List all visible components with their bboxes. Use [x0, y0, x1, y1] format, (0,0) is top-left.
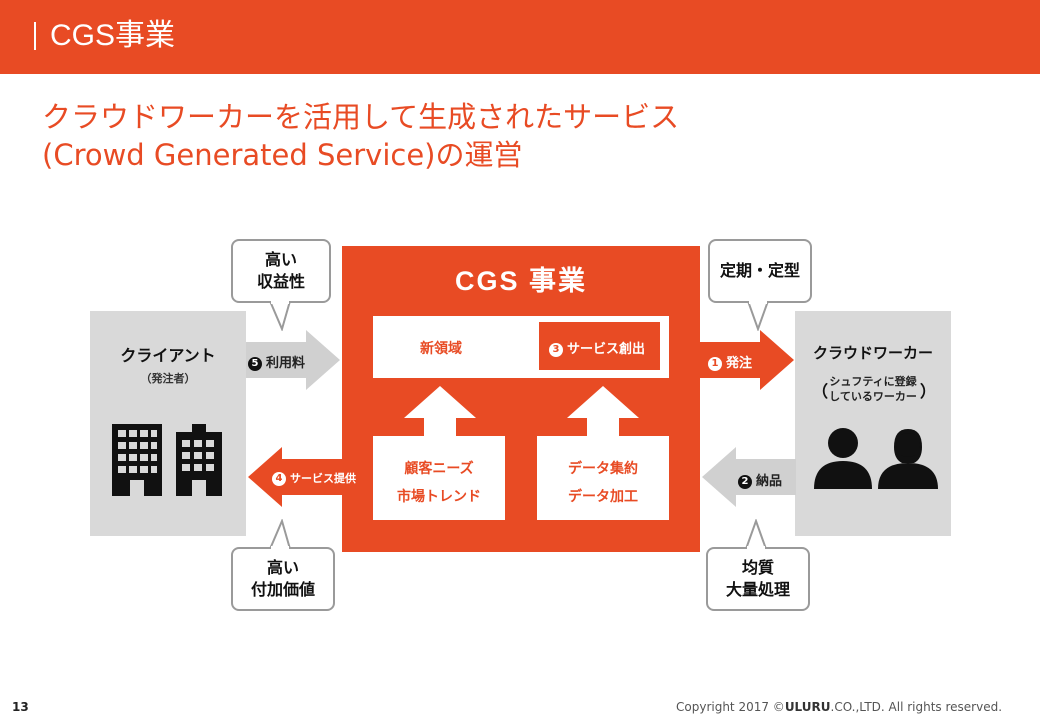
order-text: 発注	[726, 356, 753, 371]
step5-badge: 5	[248, 357, 262, 371]
worker-title: クラウドワーカー	[812, 344, 933, 362]
data-line2: データ加工	[568, 489, 638, 505]
bubble-bulk: 均質 大量処理	[706, 547, 810, 611]
bubble-regular: 定期・定型	[708, 239, 812, 303]
subtitle-line2: (Crowd Generated Service)の運営	[42, 138, 523, 172]
bubble-high-value: 高い 付加価値	[231, 547, 335, 611]
up-arrow-right	[567, 386, 639, 436]
bubble-bulk-line1: 均質	[741, 558, 774, 577]
fee-arrow	[246, 330, 340, 390]
people-icon	[814, 428, 938, 489]
service-label: 4 サービス提供	[272, 470, 356, 486]
fee-text: 利用料	[266, 356, 306, 371]
bubble-high-profit-line1: 高い	[264, 250, 297, 269]
bubble-high-profit: 高い 収益性	[231, 239, 331, 303]
worker-subtitle: シュフティに登録 しているワーカー	[795, 374, 951, 404]
step1-badge: 1	[708, 357, 722, 371]
cgs-center-title: CGS 事業	[454, 266, 587, 296]
worker-panel	[795, 311, 951, 536]
bubble-high-profit-line2: 収益性	[256, 272, 305, 291]
data-box	[537, 436, 669, 520]
client-title: クライアント	[120, 346, 216, 365]
needs-text: 顧客ニーズ 市場トレンド	[373, 455, 505, 511]
needs-line2: 市場トレンド	[397, 489, 481, 505]
worker-paren-close: ）	[920, 382, 937, 401]
needs-line1: 顧客ニーズ	[404, 461, 474, 477]
step4-badge: 4	[272, 472, 286, 486]
bubble-bulk-line2: 大量処理	[725, 580, 790, 599]
delivery-text: 納品	[756, 474, 783, 489]
bubble-high-value-line1: 高い	[266, 558, 299, 577]
page-number: 13	[12, 700, 29, 714]
bubble-high-profit-tail	[268, 301, 292, 331]
new-area-label: 新領域	[420, 341, 462, 357]
client-subtitle: （発注者）	[140, 372, 196, 385]
up-arrow-left	[404, 386, 476, 436]
service-arrow	[248, 447, 342, 507]
step2-badge: 2	[738, 475, 752, 489]
worker-sub-line2: しているワーカー	[829, 390, 917, 403]
bubble-high-value-line2: 付加価値	[250, 580, 315, 599]
header-divider	[34, 22, 36, 50]
copyright-suffix: .CO.,LTD. All rights reserved.	[830, 700, 1003, 714]
bubble-regular-tail	[746, 301, 770, 331]
subtitle-line1: クラウドワーカーを活用して生成されたサービス	[42, 100, 680, 134]
data-text: データ集約 データ加工	[537, 455, 669, 511]
copyright-prefix: Copyright 2017 ©	[676, 700, 785, 714]
bubble-high-value-tail	[268, 519, 292, 549]
order-arrow	[700, 330, 794, 390]
fee-label: 5 利用料	[248, 352, 305, 371]
order-label: 1 発注	[708, 352, 752, 371]
page-title: CGS事業	[50, 19, 176, 52]
subtitle: クラウドワーカーを活用して生成されたサービス (Crowd Generated …	[42, 98, 679, 174]
delivery-label: 2 納品	[738, 470, 782, 489]
data-line1: データ集約	[568, 461, 638, 477]
step3-badge: 3	[549, 343, 563, 357]
worker-sub-line1: シュフティに登録	[829, 375, 917, 388]
bubble-bulk-tail	[744, 519, 768, 549]
copyright: Copyright 2017 ©ULURU.CO.,LTD. All right…	[676, 700, 1002, 714]
client-panel	[90, 311, 246, 536]
service-creation-label: 3 サービス創出	[549, 338, 645, 357]
worker-paren-open: （	[812, 382, 829, 401]
buildings-icon	[112, 424, 222, 496]
bubble-regular-text: 定期・定型	[719, 261, 800, 280]
header-bar: CGS事業	[0, 0, 1040, 74]
brand-name: ULURU	[784, 700, 831, 714]
service-text: サービス提供	[290, 472, 356, 485]
needs-box	[373, 436, 505, 520]
service-creation-text: サービス創出	[567, 342, 646, 357]
